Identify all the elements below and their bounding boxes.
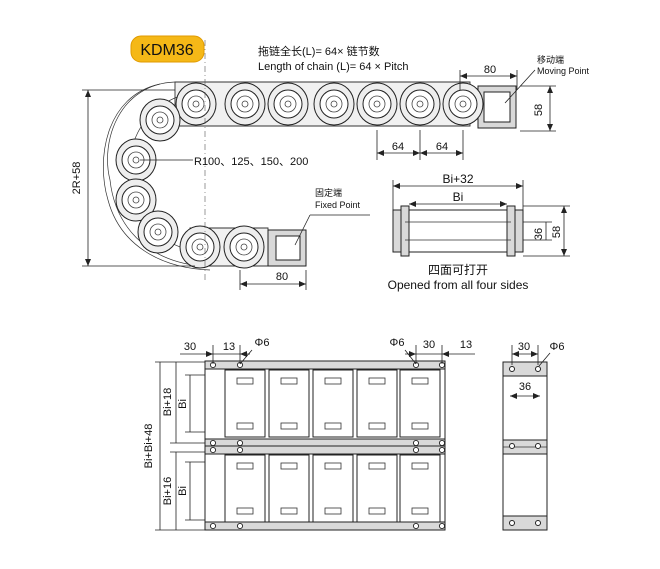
- mount-dim-13-right: 13: [460, 339, 472, 351]
- section-note-cn: 四面可打开: [428, 263, 488, 277]
- pitch-dim-b: 64: [436, 141, 448, 153]
- side-dim-36: 36: [519, 381, 531, 393]
- section-note-en: Opened from all four sides: [388, 278, 529, 292]
- chain-link: [137, 210, 179, 254]
- height-label: 2R+58: [71, 162, 83, 195]
- mount-hole: [209, 439, 217, 447]
- mount-hole: [209, 446, 217, 454]
- mount-hole: [209, 522, 217, 530]
- moving-width-dim: 80: [484, 64, 496, 76]
- radius-label: R100、125、150、200: [194, 156, 308, 168]
- plate-slot: [324, 462, 342, 470]
- plate-slot: [368, 462, 386, 470]
- plate-slot: [280, 377, 298, 385]
- mount-phi6-right: Φ6: [390, 337, 405, 349]
- chain-link: [224, 82, 266, 126]
- mount-bi18: Bi+18: [162, 388, 174, 416]
- plate-slot: [236, 462, 254, 470]
- chain-side-view: 2R+58 R100、125、150、200 拖链全长(L)= 64× 链节数 …: [71, 40, 590, 290]
- chain-length-cn: 拖链全长(L)= 64× 链节数: [258, 44, 380, 58]
- moving-height-dim: 58: [533, 104, 545, 116]
- plate-slot: [236, 377, 254, 385]
- cross-section: Bi+32 Bi 36 58 四面可打开 Opened from all fou…: [388, 172, 570, 292]
- moving-point-en: Moving Point: [537, 66, 590, 76]
- moving-point-cn: 移动端: [537, 54, 564, 65]
- plate-slot: [324, 377, 342, 385]
- chain-length-en: Length of chain (L)= 64 × Pitch: [258, 61, 408, 73]
- top-view-double: 30 13 Φ6 Φ6 30 13 Bi+Bi+48 Bi+18 Bi Bi+1…: [143, 337, 475, 531]
- plate-slot: [324, 507, 342, 515]
- chain-link: [175, 82, 217, 126]
- plate-slot: [411, 422, 429, 430]
- chain-link: [115, 178, 157, 222]
- mount-bi16: Bi+16: [162, 477, 174, 505]
- mount-dim-13-left: 13: [223, 341, 235, 353]
- mount-hole: [236, 522, 244, 530]
- fixed-point-en: Fixed Point: [315, 200, 361, 210]
- mount-hole: [438, 522, 446, 530]
- plate-slot: [236, 507, 254, 515]
- mount-hole: [412, 446, 420, 454]
- chain-link: [442, 82, 484, 126]
- plate-slot: [280, 507, 298, 515]
- section-bi: Bi: [453, 190, 464, 204]
- mount-bi-total: Bi+Bi+48: [143, 424, 155, 469]
- chain-bend-outline: [103, 83, 211, 271]
- mount-dim-30-left: 30: [184, 341, 196, 353]
- model-badge: KDM36: [130, 35, 205, 63]
- side-dim-30: 30: [518, 341, 530, 353]
- chain-links-lower: [179, 225, 265, 269]
- end-side-view: 30 Φ6 36: [502, 341, 565, 531]
- chain-link: [399, 82, 441, 126]
- plate-slot: [368, 422, 386, 430]
- section-body: [392, 209, 524, 253]
- pitch-dim-a: 64: [392, 141, 404, 153]
- section-dim-58: 58: [551, 226, 563, 238]
- side-phi6: Φ6: [550, 341, 565, 353]
- section-dim-36: 36: [533, 228, 545, 240]
- plate-slot: [411, 507, 429, 515]
- model-badge-label: KDM36: [140, 42, 193, 59]
- section-bi32: Bi+32: [442, 172, 473, 186]
- chain-link: [139, 98, 181, 142]
- fixed-point-cn: 固定端: [315, 187, 342, 198]
- mount-bi-bottom: Bi: [177, 486, 189, 496]
- plate-slot: [368, 377, 386, 385]
- chain-link: [313, 82, 355, 126]
- mount-hole: [236, 446, 244, 454]
- mount-hole: [438, 439, 446, 447]
- chain-link: [267, 82, 309, 126]
- plate-slot: [368, 507, 386, 515]
- mount-phi6-left: Φ6: [255, 337, 270, 349]
- plate-slot: [280, 462, 298, 470]
- chain-links-upper: [224, 82, 484, 126]
- mount-hole: [412, 439, 420, 447]
- chain-link: [179, 225, 221, 269]
- mount-hole: [438, 446, 446, 454]
- mount-hole: [236, 439, 244, 447]
- mount-dim-30-right: 30: [423, 339, 435, 351]
- mount-bi-top: Bi: [177, 399, 189, 409]
- plate-slot: [411, 377, 429, 385]
- mount-hole: [412, 522, 420, 530]
- plate-slot: [324, 422, 342, 430]
- chain-link: [356, 82, 398, 126]
- plate-slot: [236, 422, 254, 430]
- plate-slot: [280, 422, 298, 430]
- plate-slot: [411, 462, 429, 470]
- fixed-width-dim: 80: [276, 271, 288, 283]
- chain-link: [223, 225, 265, 269]
